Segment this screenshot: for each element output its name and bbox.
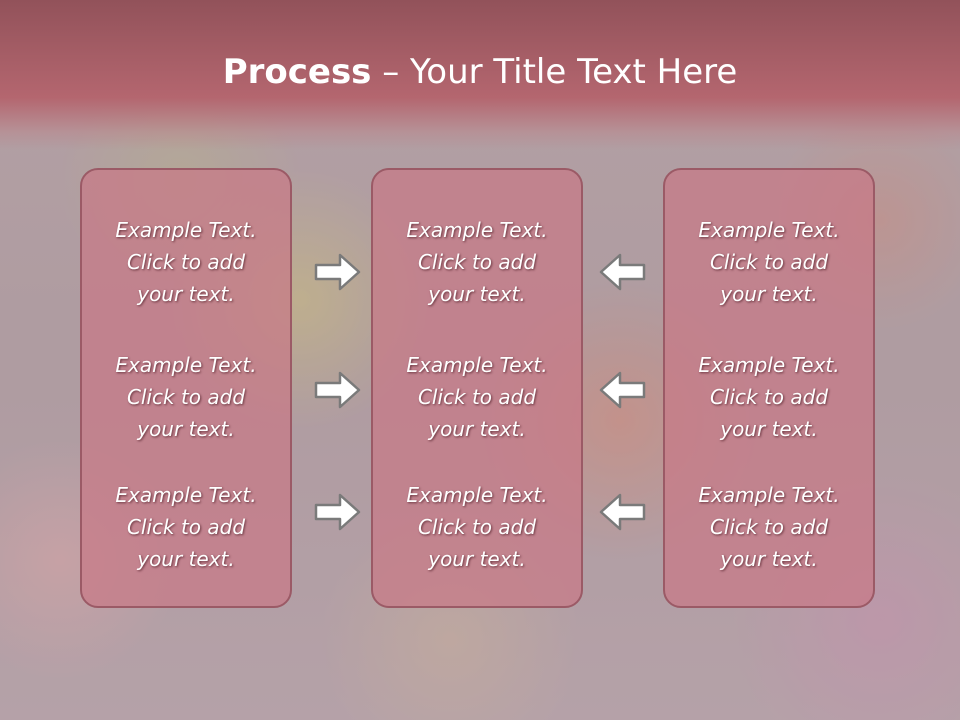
title-bold-text: Process — [222, 52, 372, 92]
text-line: your text. — [137, 547, 235, 571]
text-placeholder[interactable]: Example Text. Click to add your text. — [82, 214, 290, 310]
text-line: Click to add — [126, 385, 246, 409]
text-line: your text. — [428, 282, 526, 306]
text-line: Click to add — [417, 250, 537, 274]
text-placeholder[interactable]: Example Text. Click to add your text. — [665, 214, 873, 310]
process-box-right[interactable]: Example Text. Click to add your text. Ex… — [663, 168, 875, 608]
text-line: Example Text. — [698, 353, 840, 377]
text-line: your text. — [137, 282, 235, 306]
right-arrow-icon[interactable] — [314, 492, 362, 532]
text-line: Click to add — [709, 250, 829, 274]
text-line: Click to add — [417, 515, 537, 539]
text-line: your text. — [428, 547, 526, 571]
text-placeholder[interactable]: Example Text. Click to add your text. — [373, 349, 581, 445]
text-placeholder[interactable]: Example Text. Click to add your text. — [665, 349, 873, 445]
text-line: Example Text. — [115, 483, 257, 507]
text-line: Click to add — [709, 515, 829, 539]
left-arrow-icon[interactable] — [598, 252, 646, 292]
title-rest-text: – Your Title Text Here — [371, 52, 738, 92]
text-placeholder[interactable]: Example Text. Click to add your text. — [373, 479, 581, 575]
text-placeholder[interactable]: Example Text. Click to add your text. — [665, 479, 873, 575]
process-box-center[interactable]: Example Text. Click to add your text. Ex… — [371, 168, 583, 608]
text-line: Example Text. — [406, 218, 548, 242]
text-line: Example Text. — [698, 483, 840, 507]
text-placeholder[interactable]: Example Text. Click to add your text. — [82, 479, 290, 575]
text-line: Click to add — [709, 385, 829, 409]
title-bar — [0, 0, 960, 150]
text-line: Example Text. — [406, 353, 548, 377]
text-line: Click to add — [126, 515, 246, 539]
text-line: your text. — [720, 417, 818, 441]
right-arrow-icon[interactable] — [314, 252, 362, 292]
text-line: Click to add — [126, 250, 246, 274]
text-line: your text. — [720, 282, 818, 306]
left-arrow-icon[interactable] — [598, 492, 646, 532]
right-arrow-icon[interactable] — [314, 370, 362, 410]
text-line: Example Text. — [406, 483, 548, 507]
text-line: your text. — [137, 417, 235, 441]
text-line: Example Text. — [698, 218, 840, 242]
text-line: Click to add — [417, 385, 537, 409]
text-placeholder[interactable]: Example Text. Click to add your text. — [373, 214, 581, 310]
text-line: your text. — [428, 417, 526, 441]
left-arrow-icon[interactable] — [598, 370, 646, 410]
text-line: Example Text. — [115, 218, 257, 242]
text-line: your text. — [720, 547, 818, 571]
text-line: Example Text. — [115, 353, 257, 377]
text-placeholder[interactable]: Example Text. Click to add your text. — [82, 349, 290, 445]
process-box-left[interactable]: Example Text. Click to add your text. Ex… — [80, 168, 292, 608]
slide-title[interactable]: Process – Your Title Text Here — [0, 52, 960, 92]
